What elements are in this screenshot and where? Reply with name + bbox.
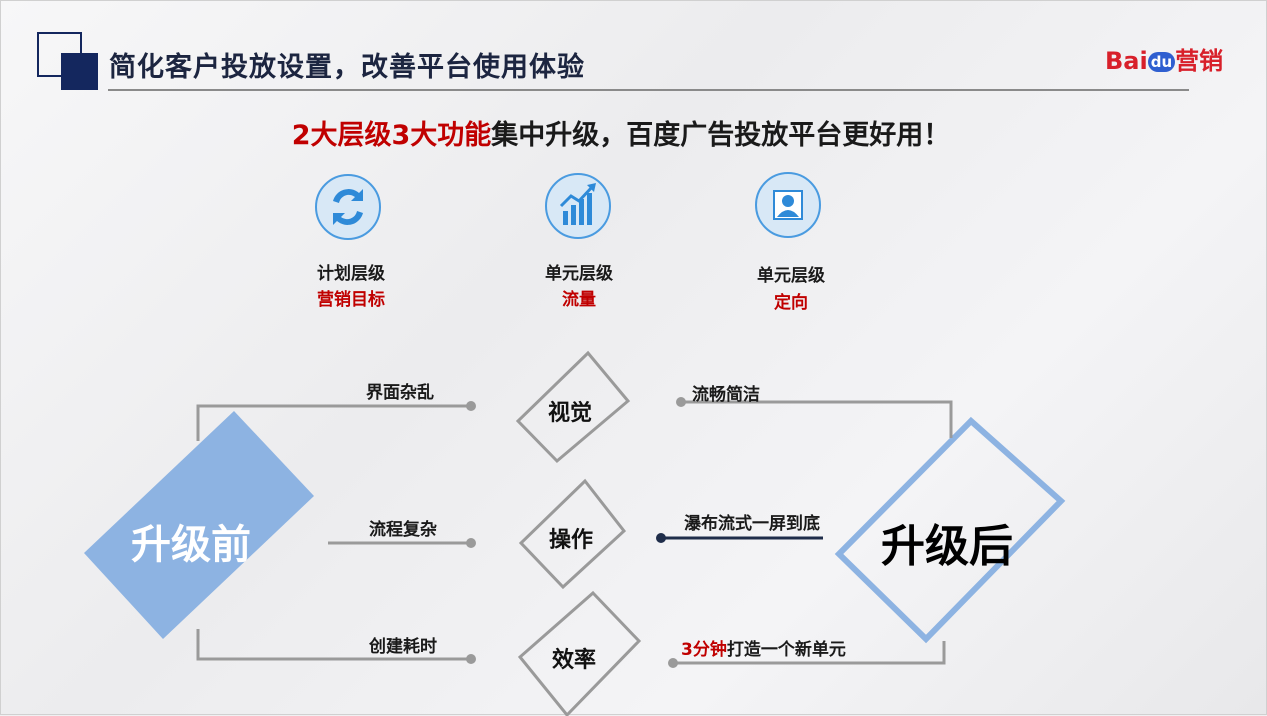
aspect-operation: 操作 — [548, 528, 594, 553]
aspect-efficiency: 效率 — [551, 648, 597, 673]
after-efficiency: 3分钟打造一个新单元 — [681, 635, 846, 660]
page-title: 简化客户投放设置，改善平台使用体验 — [109, 52, 585, 83]
feature-function-2: 流量 — [562, 290, 596, 310]
paw-icon: du — [1147, 52, 1176, 72]
logo-text-bai: Bai — [1105, 47, 1148, 75]
after-operation: 瀑布流式一屏到底 — [684, 514, 820, 534]
feature-function-3: 定向 — [774, 293, 808, 313]
after-diamond — [834, 416, 1066, 644]
before-diamond — [84, 411, 314, 639]
logo-text-marketing: 营销 — [1175, 47, 1224, 75]
before-visual: 界面杂乱 — [366, 383, 434, 403]
aspect-diamond-visual — [515, 350, 631, 464]
feature-level-3: 单元层级 — [757, 266, 825, 286]
aspect-diamond-operation — [518, 478, 627, 590]
after-visual: 流畅简洁 — [692, 385, 760, 405]
feature-icon-2 — [545, 173, 611, 239]
aspect-visual: 视觉 — [547, 401, 593, 426]
feature-level-2: 单元层级 — [545, 264, 613, 284]
logo-square-filled — [61, 53, 98, 90]
subtitle: 2大层级3大功能集中升级，百度广告投放平台更好用！ — [1, 113, 1241, 152]
before-operation: 流程复杂 — [369, 520, 437, 540]
after-efficiency-text: 打造一个新单元 — [726, 640, 846, 660]
before-label: 升级前 — [131, 522, 251, 568]
after-efficiency-highlight: 3分钟 — [681, 640, 727, 660]
feature-function-1: 营销目标 — [317, 290, 385, 310]
connector-dots — [466, 397, 686, 668]
connector-lines — [196, 400, 953, 665]
before-efficiency: 创建耗时 — [369, 637, 437, 657]
feature-icon-3 — [755, 172, 821, 238]
feature-level-1: 计划层级 — [317, 264, 385, 284]
subtitle-rest: 集中升级，百度广告投放平台更好用！ — [491, 120, 951, 151]
subtitle-highlight: 2大层级3大功能 — [291, 120, 492, 151]
after-label: 升级后 — [881, 521, 1013, 572]
feature-icon-1 — [315, 174, 381, 240]
